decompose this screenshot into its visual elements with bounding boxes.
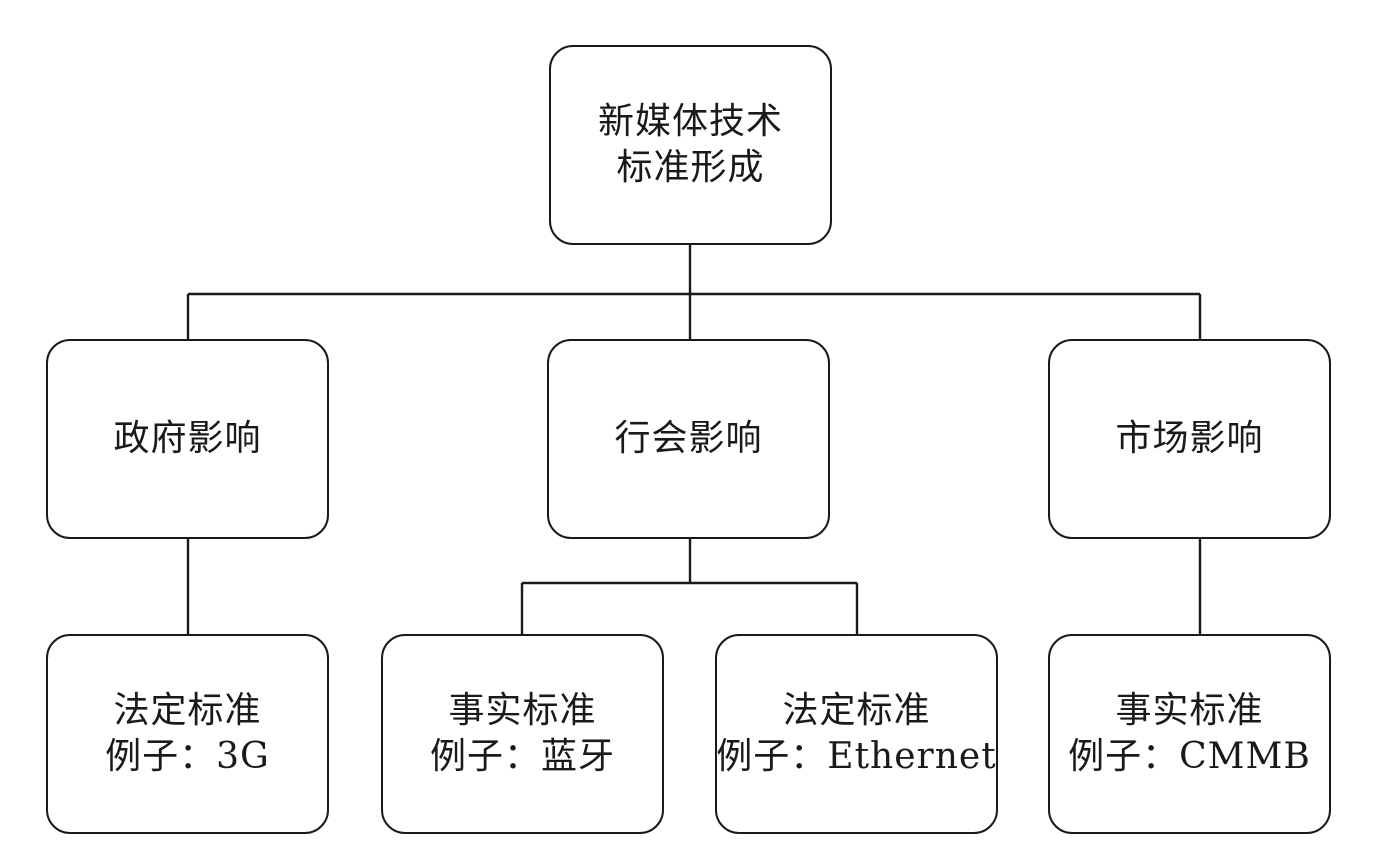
influence-node-label: 行会影响 [614, 418, 763, 459]
standard-node-example: 例子：Ethernet [716, 736, 997, 777]
influence-node-government: 政府影响 [46, 339, 329, 539]
influence-node-label: 市场影响 [1115, 418, 1264, 459]
standard-node-type: 法定标准 [782, 690, 931, 731]
standard-node-bluetooth: 事实标准 例子：蓝牙 [381, 634, 664, 834]
standard-node-type: 法定标准 [113, 690, 262, 731]
standard-node-example: 例子：蓝牙 [429, 736, 615, 777]
influence-node-market: 市场影响 [1048, 339, 1331, 539]
root-node: 新媒体技术 标准形成 [549, 45, 832, 245]
standard-node-3g: 法定标准 例子：3G [46, 634, 329, 834]
standard-node-type: 事实标准 [1115, 690, 1264, 731]
influence-node-industry: 行会影响 [547, 339, 830, 539]
standard-node-type: 事实标准 [448, 690, 597, 731]
root-node-line2: 标准形成 [616, 147, 765, 188]
root-node-line1: 新媒体技术 [597, 101, 783, 142]
standard-node-cmmb: 事实标准 例子：CMMB [1048, 634, 1331, 834]
influence-node-label: 政府影响 [113, 418, 262, 459]
standard-node-example: 例子：3G [105, 736, 270, 777]
standard-node-example: 例子：CMMB [1068, 736, 1311, 777]
standard-node-ethernet: 法定标准 例子：Ethernet [715, 634, 998, 834]
